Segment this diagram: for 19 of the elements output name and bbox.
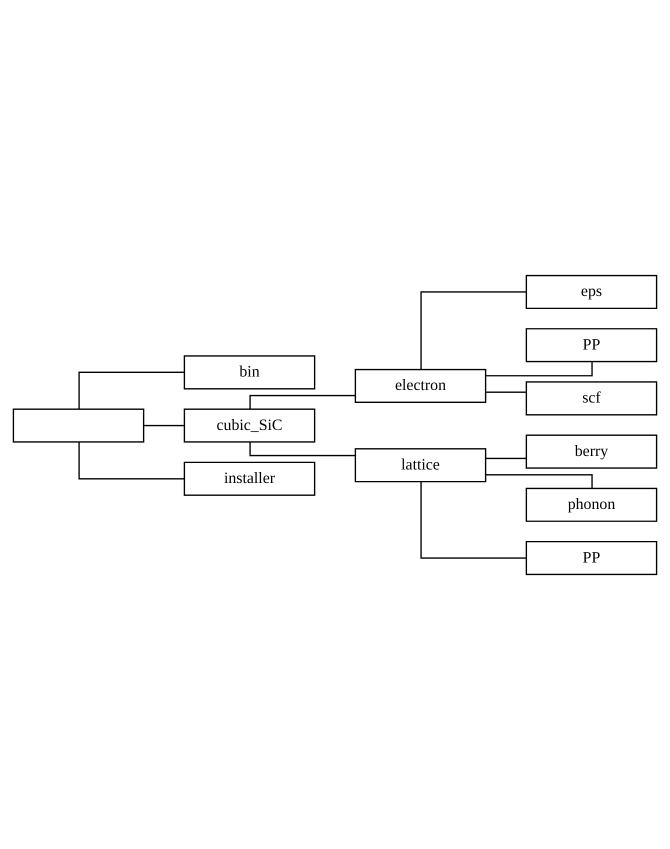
node-box: PP (526, 328, 658, 362)
connector (420, 290, 526, 369)
connector (144, 424, 184, 426)
connector (420, 481, 526, 558)
node-box (12, 408, 144, 442)
node-box: berry (526, 434, 658, 468)
connector (78, 371, 184, 409)
node-box: scf (526, 380, 658, 415)
connector (78, 442, 184, 479)
node-box: cubic_SiC (184, 408, 316, 442)
connector (486, 390, 526, 392)
node-box: PP (526, 540, 658, 575)
node-box: installer (184, 461, 316, 496)
node-box: lattice (354, 448, 486, 482)
connector (486, 457, 526, 459)
node-box: eps (526, 274, 658, 309)
node-box: phonon (526, 487, 658, 522)
node-box: bin (184, 354, 316, 389)
node-box: electron (354, 368, 486, 403)
